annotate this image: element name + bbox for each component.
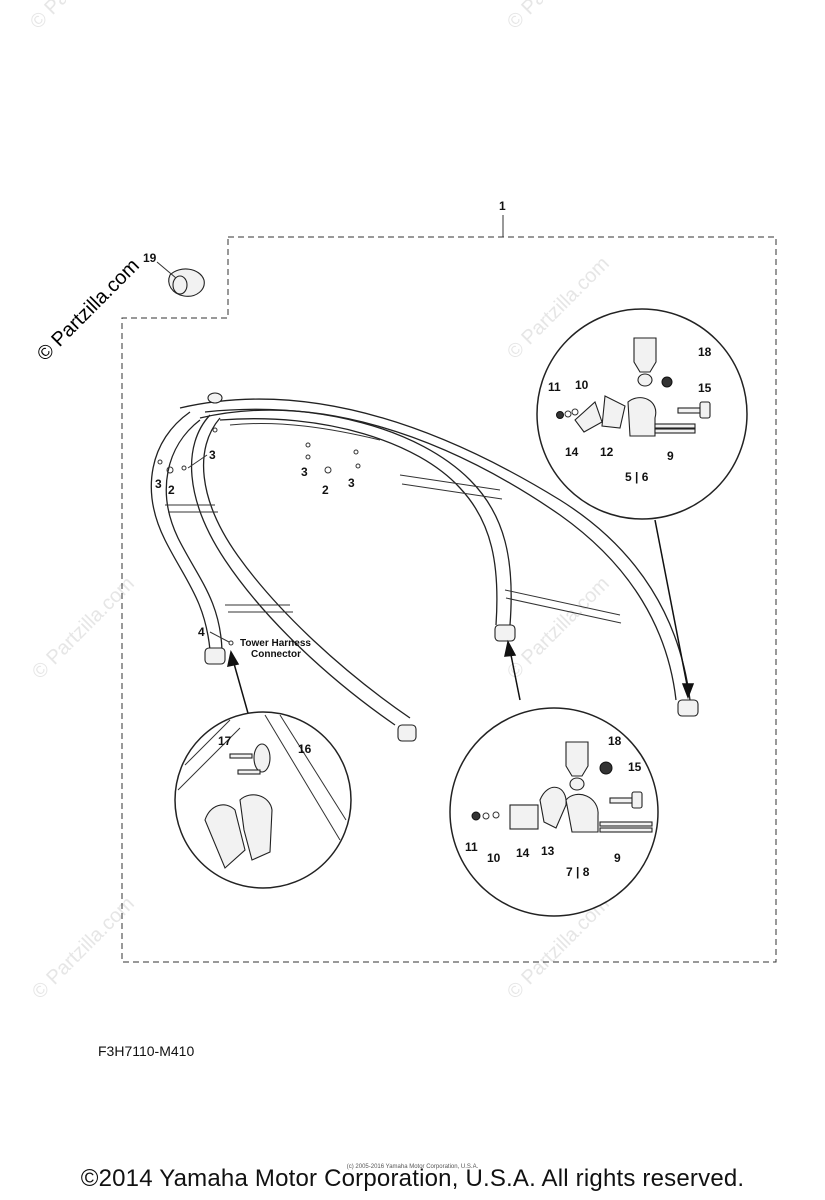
callout-right-18: 18	[608, 734, 622, 748]
callout-top-10: 10	[575, 378, 589, 392]
tower-harness-connector-label: Tower Harness	[240, 638, 311, 649]
callout-top-12: 12	[600, 445, 614, 459]
watermark-main: © Partzilla.com	[33, 255, 144, 366]
callout-main-3d: 3	[348, 476, 355, 490]
callout-main-4: 4	[198, 625, 205, 639]
copyright-notice: ©2014 Yamaha Motor Corporation, U.S.A. A…	[80, 1165, 745, 1192]
main-frame-hardware	[157, 427, 361, 646]
callout-main-3b: 3	[155, 477, 162, 491]
callout-top-11: 11	[548, 380, 561, 394]
wakeboard-tower-frame	[150, 392, 699, 742]
callout-top-56: 5 | 6	[625, 470, 649, 484]
callout-right-15: 15	[628, 760, 642, 774]
callout-1: 1	[499, 199, 506, 213]
callout-right-10: 10	[487, 851, 501, 865]
fine-print: (c) 2005-2016 Yamaha Motor Corporation, …	[346, 1164, 479, 1170]
callout-left-16: 16	[298, 742, 312, 756]
callout-top-15: 15	[698, 381, 712, 395]
callout-left-17: 17	[218, 734, 232, 748]
svg-text:© Partzilla.com: © Partzilla.com	[26, 0, 137, 34]
detail-circle-top-right	[536, 308, 748, 520]
callout-main-3c: 3	[301, 465, 308, 479]
callout-right-11: 11	[465, 840, 478, 854]
detail-circle-bottom-right	[449, 707, 659, 917]
detail-circle-bottom-left	[174, 711, 352, 889]
callout-right-9: 9	[614, 851, 621, 865]
callout-top-18: 18	[698, 345, 712, 359]
callout-top-14: 14	[565, 445, 579, 459]
svg-text:© Partzilla.com: © Partzilla.com	[503, 0, 614, 34]
callout-top-9: 9	[667, 449, 674, 463]
callout-19: 19	[143, 251, 157, 265]
callout-main-2a: 2	[168, 483, 175, 497]
tower-harness-connector-label-2: Connector	[251, 649, 301, 660]
diagram-code: F3H7110-M410	[98, 1043, 195, 1059]
svg-text:© Partzilla.com: © Partzilla.com	[503, 573, 614, 684]
callout-main-2b: 2	[322, 483, 329, 497]
callout-right-14: 14	[516, 846, 530, 860]
callout-right-13: 13	[541, 844, 555, 858]
callout-main-3a: 3	[209, 448, 216, 462]
part-19-cap	[156, 261, 205, 297]
callout-right-78: 7 | 8	[566, 865, 590, 879]
